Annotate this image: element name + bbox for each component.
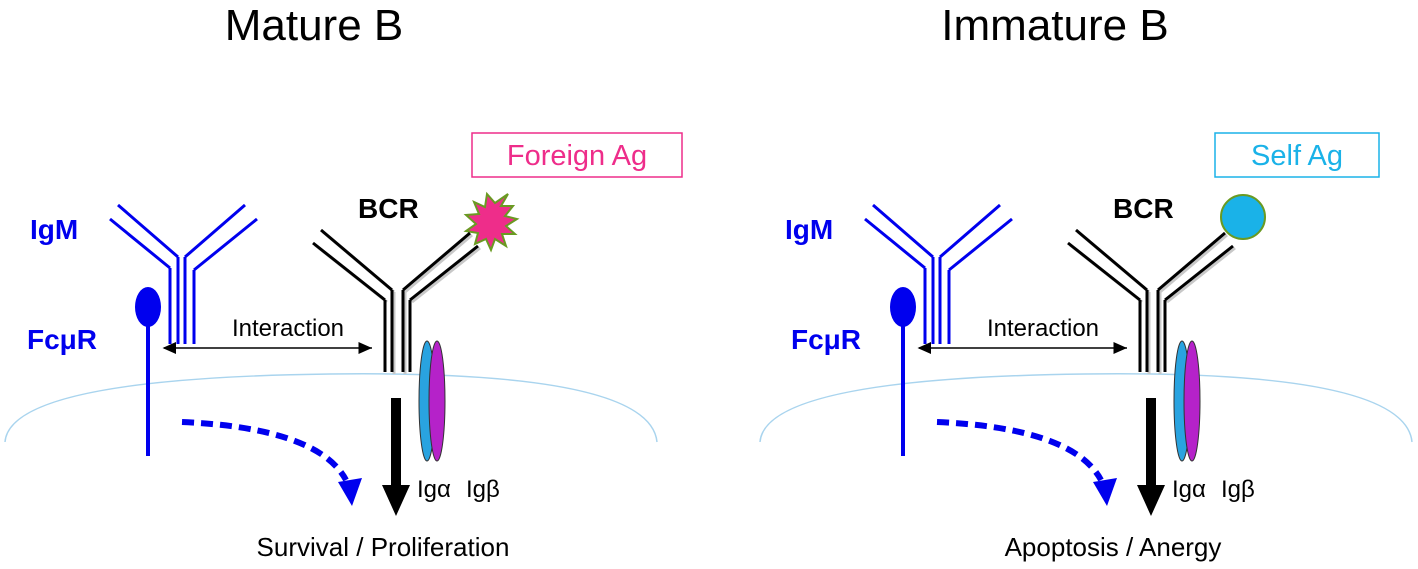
fcmur-label: FcμR bbox=[27, 324, 97, 355]
foreign-antigen-icon bbox=[463, 191, 520, 253]
fcmur-signal-arrow bbox=[181, 419, 349, 482]
cell-membrane bbox=[4, 373, 658, 443]
igm-label: IgM bbox=[30, 214, 78, 245]
fcmur-label: FcμR bbox=[791, 324, 861, 355]
fcmur-receptor bbox=[890, 287, 916, 456]
self-antigen-icon bbox=[1220, 194, 1266, 240]
ig-beta-icon bbox=[1183, 340, 1201, 462]
bcr-signal-arrowhead bbox=[1137, 485, 1165, 516]
igm-receptor bbox=[864, 203, 1013, 344]
interaction-label: Interaction bbox=[232, 315, 344, 342]
bcr-receptor bbox=[1067, 228, 1236, 374]
igm-label: IgM bbox=[785, 214, 833, 245]
cell-membrane bbox=[759, 373, 1413, 443]
panel-mature: Mature B Foreign Ag IgM FcμR Interacti bbox=[4, 1, 683, 562]
bcr-receptor bbox=[312, 228, 481, 374]
antigen-label-box bbox=[471, 132, 683, 178]
bcr-signal-arrowhead bbox=[382, 485, 410, 516]
fcmur-receptor bbox=[135, 287, 161, 456]
ig-beta-icon bbox=[428, 340, 446, 462]
antigen-label: Foreign Ag bbox=[507, 140, 647, 172]
outcome-label: Apoptosis / Anergy bbox=[1005, 532, 1222, 562]
antigen-label-box bbox=[1214, 132, 1380, 178]
outcome-label: Survival / Proliferation bbox=[257, 532, 510, 562]
interaction-label: Interaction bbox=[987, 315, 1099, 342]
bcr-label: BCR bbox=[1113, 193, 1174, 224]
ig-alpha-label: Igα bbox=[417, 476, 451, 503]
panel-title: Immature B bbox=[941, 1, 1168, 50]
panel-title: Mature B bbox=[225, 1, 404, 50]
antigen-label: Self Ag bbox=[1251, 140, 1343, 172]
ig-beta-label: Igβ bbox=[466, 476, 500, 503]
fcmur-signal-arrow bbox=[936, 419, 1104, 482]
panel-immature: Immature B Self Ag IgM FcμR Interaction bbox=[759, 1, 1413, 562]
ig-beta-label: Igβ bbox=[1221, 476, 1255, 503]
bcr-label: BCR bbox=[358, 193, 419, 224]
fcmur-signal-arrowhead bbox=[338, 478, 362, 506]
igm-receptor bbox=[109, 203, 258, 344]
ig-alpha-label: Igα bbox=[1172, 476, 1206, 503]
fcmur-signal-arrowhead bbox=[1093, 478, 1117, 506]
